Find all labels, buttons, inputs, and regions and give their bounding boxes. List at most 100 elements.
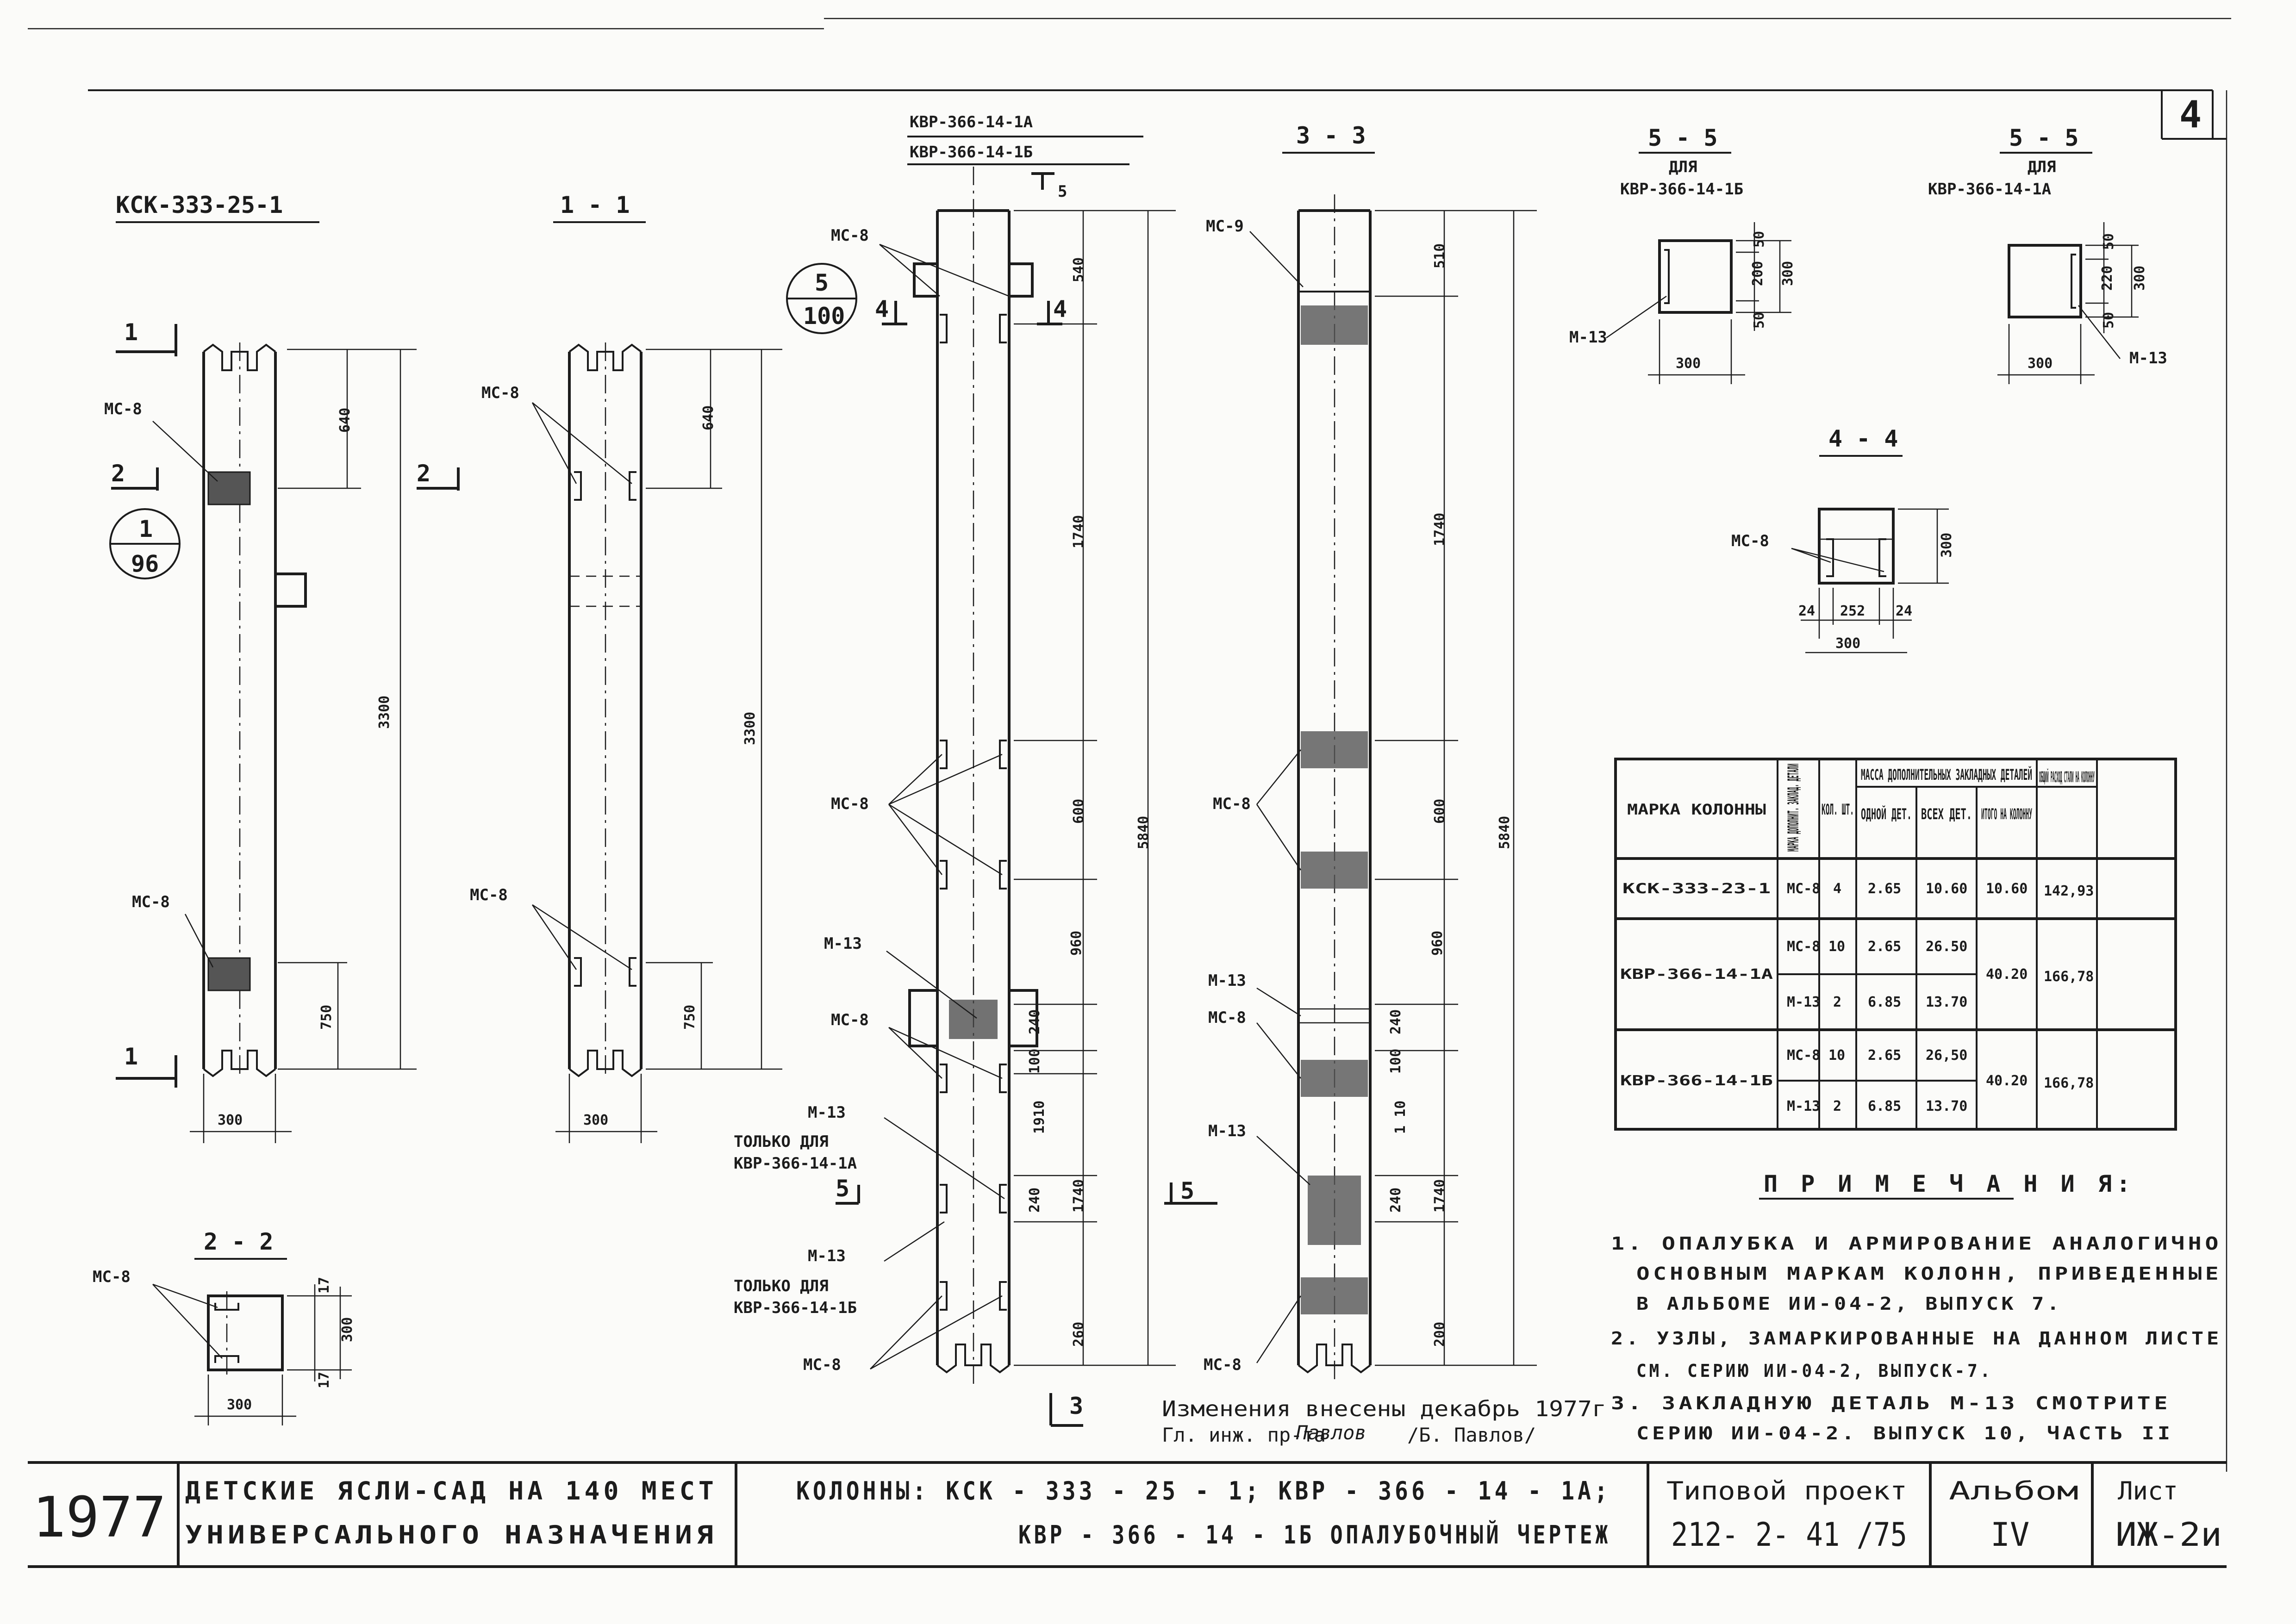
title-typ-label: Типовой проект xyxy=(1666,1476,1907,1506)
svg-text:24: 24 xyxy=(1896,603,1912,619)
title-drawing-l1: КОЛОННЫ: КСК - 333 - 25 - 1; КВР - 366 -… xyxy=(796,1476,1611,1506)
sheet-number: 4 xyxy=(2179,93,2202,136)
svg-text:24: 24 xyxy=(1798,603,1815,619)
title-project-l1: ДЕТСКИЕ ЯСЛИ-САД НА 140 МЕСТ xyxy=(185,1476,718,1506)
view-title-5-5-b: 5 - 5 xyxy=(1648,124,1718,151)
cut-3: 3 xyxy=(1069,1393,1083,1419)
svg-text:2: 2 xyxy=(1833,1098,1841,1114)
note-1-line-3: В АЛЬБОМЕ ИИ-04-2, ВЫПУСК 7. xyxy=(1636,1294,2062,1314)
svg-text:МС-8: МС-8 xyxy=(1787,939,1820,955)
svg-text:300: 300 xyxy=(2132,266,2148,291)
dim-960-s33: 960 xyxy=(1429,931,1446,956)
label-m13-only-b-l2: КВР-366-14-1Б xyxy=(734,1299,857,1317)
title-sheet-value: ИЖ-2и xyxy=(2115,1516,2222,1554)
view-sub-5-5-a: КВР-366-14-1А xyxy=(1928,180,2051,199)
table-row: М-13 2 6.85 13.70 xyxy=(1787,1098,1967,1114)
label-mc8-ksk-bottom: МС-8 xyxy=(132,893,170,911)
mass-table: МАРКА КОЛОННЫ МАРКА ДОПОЛНИТ. ЗАКЛАД. ДЕ… xyxy=(1614,758,2177,1131)
dim-200-s33: 200 xyxy=(1432,1322,1448,1347)
svg-text:50: 50 xyxy=(1751,312,1767,329)
svg-text:200: 200 xyxy=(1750,261,1766,286)
view-section-5-5-b: 5 - 5 ДЛЯ КВР-366-14-1Б 50 200 50 300 30… xyxy=(1569,124,1796,384)
view-title-2-2: 2 - 2 xyxy=(204,1228,274,1255)
cut-5-left: 5 xyxy=(836,1175,849,1202)
revision-line-1: Изменения внесены декабрь 1977г xyxy=(1162,1396,1606,1421)
label-mc8-s22: МС-8 xyxy=(93,1268,131,1286)
svg-text:13.70: 13.70 xyxy=(1926,1098,1967,1114)
svg-text:40.20: 40.20 xyxy=(1986,1073,2028,1089)
svg-text:220: 220 xyxy=(2099,266,2115,291)
frame-top: 4 xyxy=(28,18,2231,1472)
svg-text:300: 300 xyxy=(227,1397,252,1413)
svg-text:300: 300 xyxy=(1939,533,1955,558)
title-year: 1977 xyxy=(32,1486,166,1550)
label-mc8-kvr-mid: МС-8 xyxy=(831,795,869,813)
label-mc8-s44: МС-8 xyxy=(1731,532,1769,550)
dim-5840-s33: 5840 xyxy=(1497,816,1513,849)
label-m13-s55b: М-13 xyxy=(1569,328,1607,347)
view-ksk-column: КСК-333-25-1 1 1 2 1 96 МС-8 xyxy=(104,192,417,1143)
svg-text:166,78: 166,78 xyxy=(2044,1075,2094,1091)
label-mc8-s11-top: МС-8 xyxy=(481,384,519,402)
dim-100-kvr: 100 xyxy=(1027,1049,1043,1074)
svg-text:300: 300 xyxy=(339,1317,356,1342)
table-row: КВР-366-14-1А МС-8 10 2.65 26.50 40.20 1… xyxy=(1620,939,2094,985)
label-m13-s33: М-13 xyxy=(1208,971,1246,990)
dim-1740-kvr: 1740 xyxy=(1071,515,1087,548)
notes-title: П Р И М Е Ч А Н И Я: xyxy=(1764,1170,2135,1197)
dim-3300-ksk: 3300 xyxy=(376,696,393,729)
dim-600-kvr: 600 xyxy=(1071,799,1087,824)
title-typ-value: 212- 2- 41 /75 xyxy=(1671,1516,1907,1554)
svg-text:10.60: 10.60 xyxy=(1986,881,2028,897)
svg-text:КВР-366-14-1Б: КВР-366-14-1Б xyxy=(1620,1073,1773,1089)
view-section-2-2: 2 - 2 МС-8 17 300 17 300 xyxy=(93,1228,356,1425)
label-m13-only-b-l1: ТОЛЬКО ДЛЯ xyxy=(734,1277,829,1295)
svg-text:26,50: 26,50 xyxy=(1926,1047,1967,1064)
th-mark: МАРКА КОЛОННЫ xyxy=(1627,801,1766,818)
dim-240-kvr: 240 xyxy=(1027,1009,1043,1034)
th-one: ОДНОЙ ДЕТ. xyxy=(1861,805,1912,823)
dim-300-ksk: 300 xyxy=(218,1112,243,1128)
view-title-3-3: 3 - 3 xyxy=(1296,122,1366,149)
svg-text:96: 96 xyxy=(131,550,159,577)
title-album-value: IV xyxy=(1990,1516,2029,1554)
cut-4-left: 4 xyxy=(875,296,889,323)
label-mc8-s33-lower: МС-8 xyxy=(1208,1008,1246,1027)
svg-text:17: 17 xyxy=(316,1372,332,1388)
view-section-5-5-a: 5 - 5 ДЛЯ КВР-366-14-1А 50 220 50 300 30… xyxy=(1928,124,2167,384)
svg-text:2.65: 2.65 xyxy=(1868,1047,1901,1064)
view-title-kvr-b: КВР-366-14-1Б xyxy=(910,143,1033,162)
title-drawing-l2: КВР - 366 - 14 - 1Б ОПАЛУБОЧНЫЙ ЧЕРТЕЖ xyxy=(1018,1520,1611,1549)
label-m13-only-a: М-13 xyxy=(808,1103,846,1122)
note-3-line-2: СЕРИЮ ИИ-04-2. ВЫПУСК 10, ЧАСТЬ II xyxy=(1636,1423,2173,1444)
dim-5840-kvr: 5840 xyxy=(1136,816,1152,849)
svg-text:300: 300 xyxy=(1676,355,1701,372)
cut-2-s11: 2 xyxy=(417,460,430,487)
revision-name: /Б. Павлов/ xyxy=(1407,1424,1536,1446)
callout-5-100: 5 100 xyxy=(786,263,857,334)
dim-1740-s33-2: 1740 xyxy=(1432,1179,1448,1213)
label-m13-only-b: М-13 xyxy=(808,1247,846,1265)
dim-1740-kvr-2: 1740 xyxy=(1071,1179,1087,1213)
th-total: ИТОГО НА КОЛОННУ xyxy=(1981,805,2032,823)
svg-text:142,93: 142,93 xyxy=(2044,883,2094,899)
svg-text:КВР-366-14-1А: КВР-366-14-1А xyxy=(1620,966,1773,983)
svg-text:М-13: М-13 xyxy=(1787,1098,1820,1114)
dim-300-s11: 300 xyxy=(583,1112,608,1128)
cut-4-right: 4 xyxy=(1053,296,1067,323)
dim-260-kvr: 260 xyxy=(1071,1322,1087,1347)
dim-110-s33: 1 10 xyxy=(1392,1101,1409,1134)
svg-text:10: 10 xyxy=(1828,939,1845,955)
svg-text:1: 1 xyxy=(139,516,153,542)
label-mc9-s33: МС-9 xyxy=(1206,217,1244,236)
label-mc8-kvr-lower: МС-8 xyxy=(831,1011,869,1029)
dim-100-s33: 100 xyxy=(1388,1049,1404,1074)
dim-640-s11: 640 xyxy=(700,405,717,430)
label-m13-kvr: М-13 xyxy=(824,934,862,953)
svg-text:10: 10 xyxy=(1828,1047,1845,1064)
label-mc8-kvr-bottom: МС-8 xyxy=(803,1356,841,1374)
svg-text:6.85: 6.85 xyxy=(1868,994,1901,1010)
notes: П Р И М Е Ч А Н И Я: 1. ОПАЛУБКА И АРМИР… xyxy=(1611,1170,2219,1444)
svg-text:МС-8: МС-8 xyxy=(1787,881,1820,897)
svg-text:6.85: 6.85 xyxy=(1868,1098,1901,1114)
